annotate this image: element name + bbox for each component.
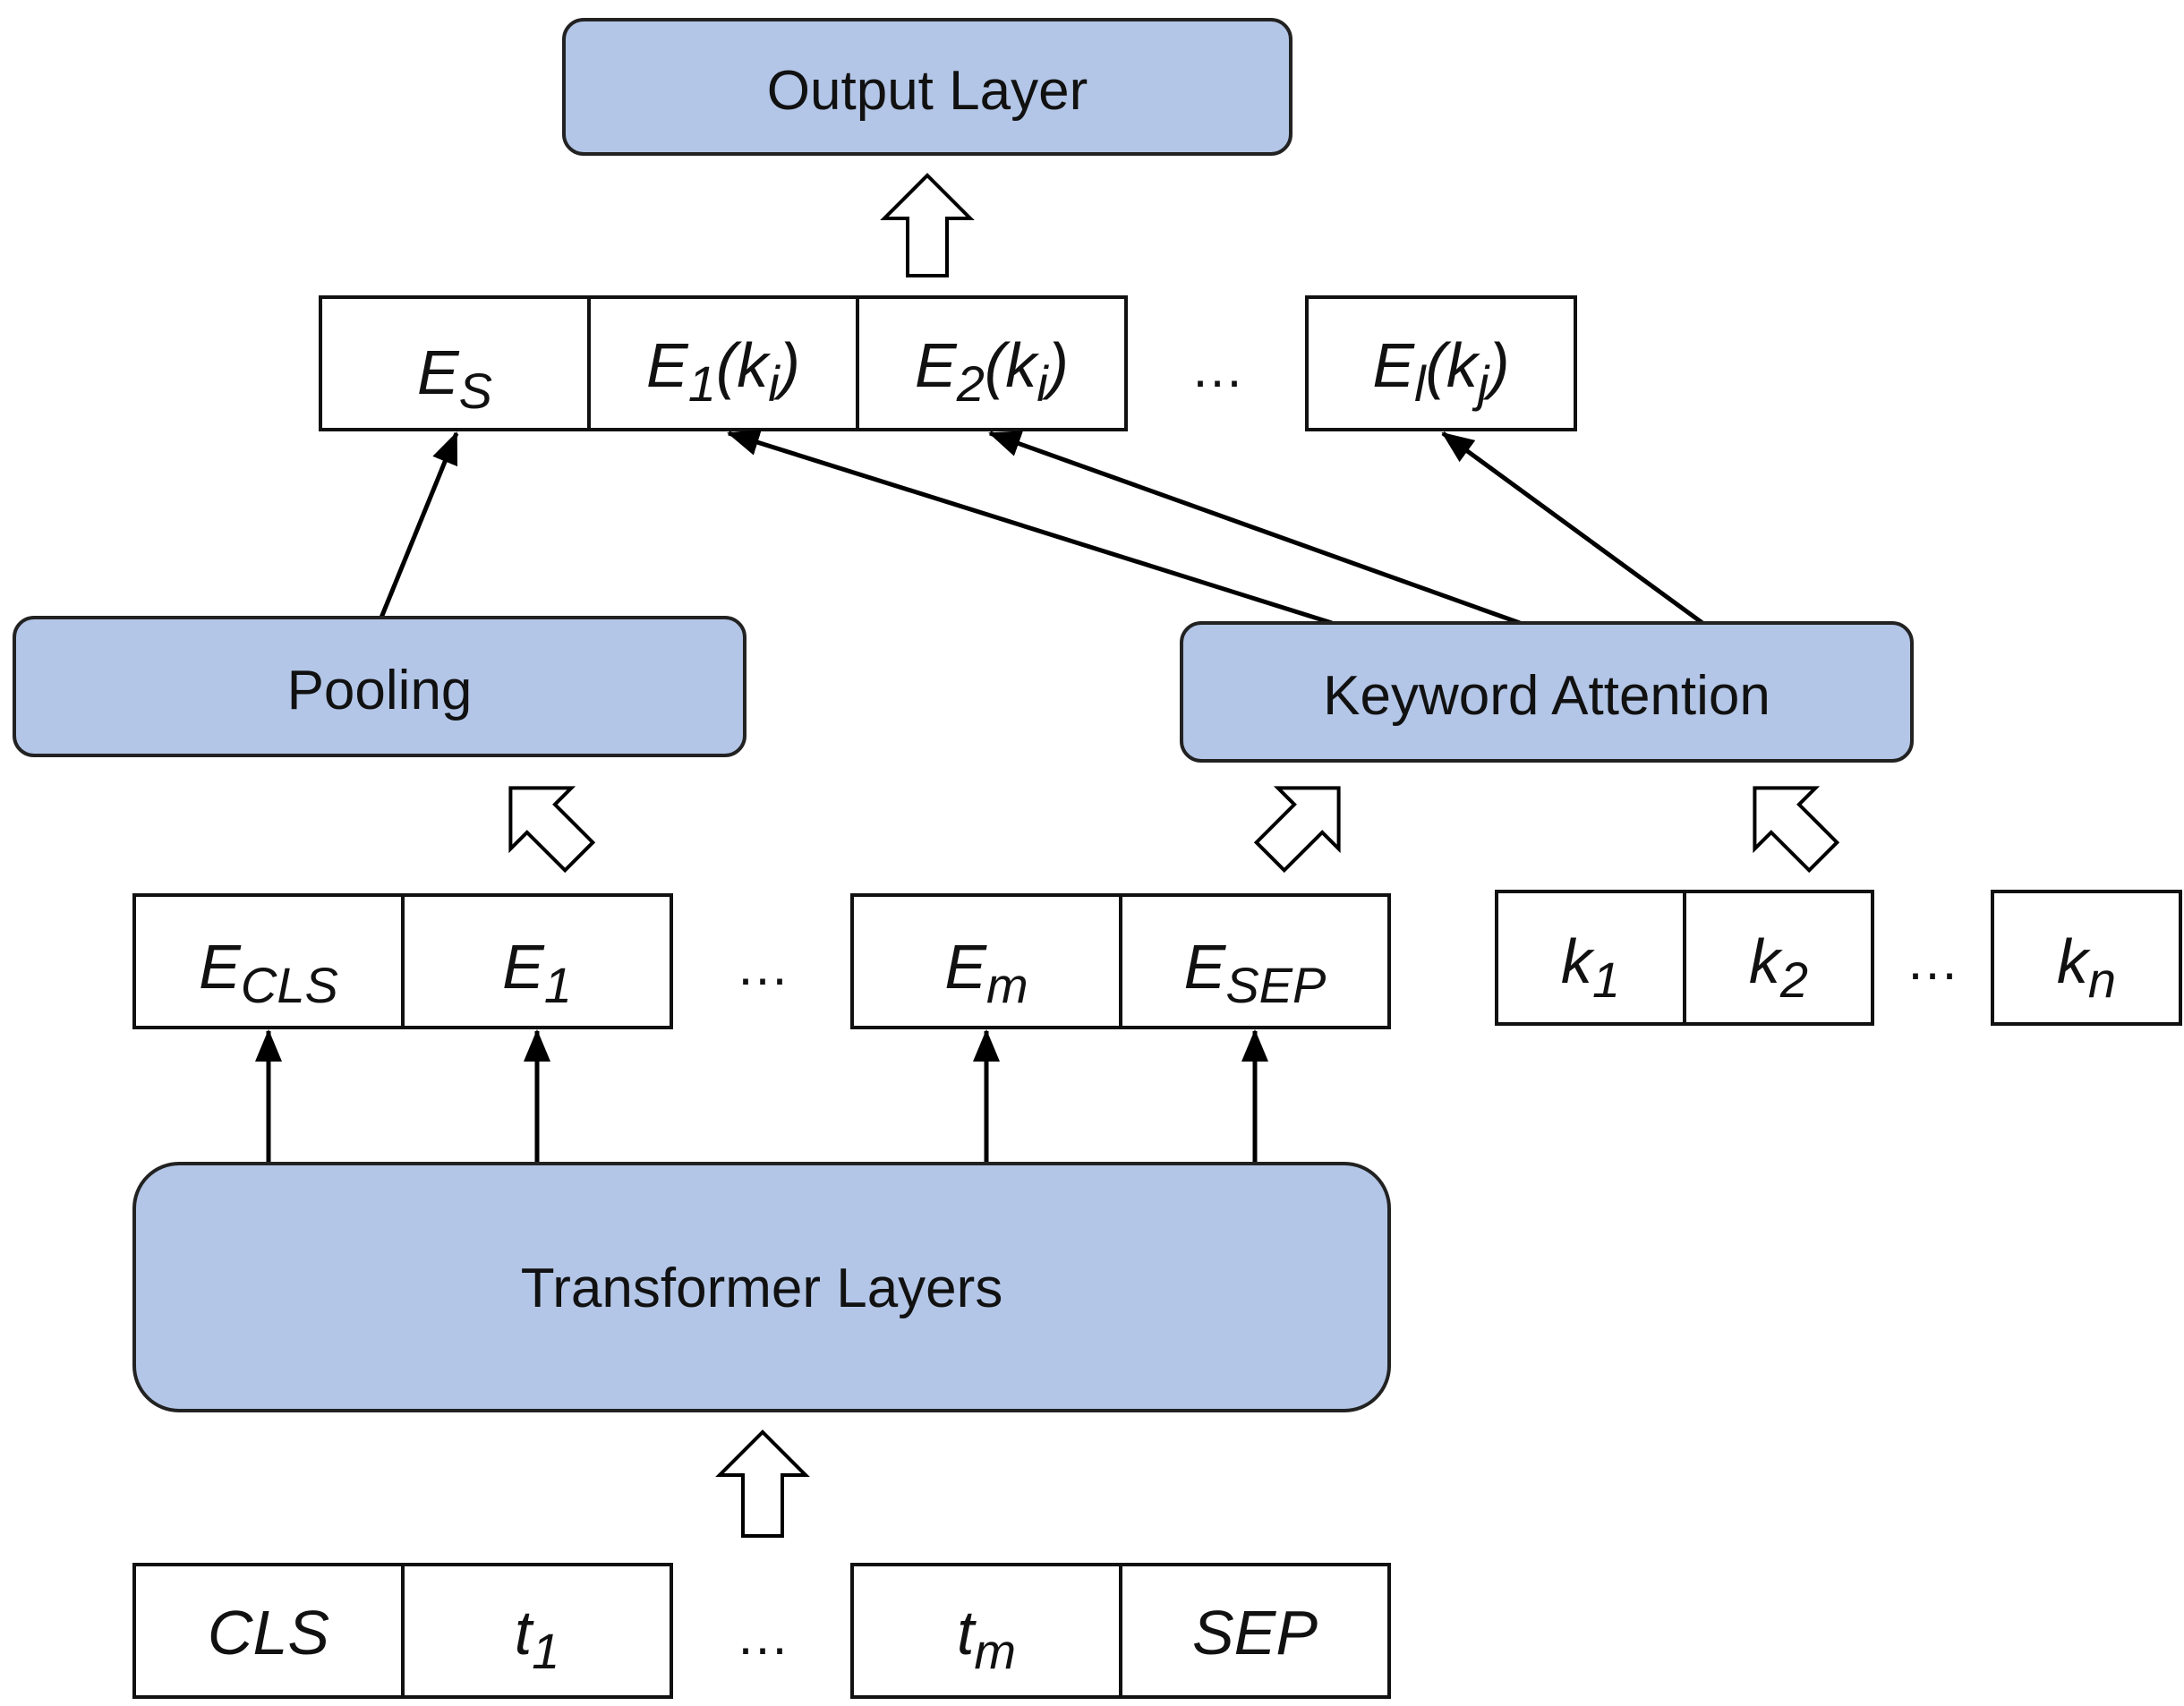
label-e2-ki: E2(ki) [915, 330, 1069, 412]
hollow-arrow-esep-to-attention [1253, 786, 1341, 874]
arrow-attention-to-e2 [988, 431, 1521, 626]
arrow-attention-to-e1 [727, 429, 1333, 626]
ellipsis-embedding-row: … [1190, 338, 1244, 398]
label-e1-ki: E1(ki) [646, 330, 800, 412]
label-em: Em [944, 932, 1028, 1013]
keyword-attention-label: Keyword Attention [1323, 665, 1770, 727]
label-ecls: ECLS [199, 932, 338, 1013]
cell-sep [1119, 1563, 1391, 1699]
ellipsis-keywords: … [1906, 931, 1959, 991]
ellipsis-input-tokens: … [736, 1606, 789, 1666]
cell-kn [1991, 890, 2182, 1026]
hollow-arrow-to-transformer [715, 1429, 810, 1538]
transformer-layers-label: Transformer Layers [521, 1258, 1003, 1319]
hollow-arrow-to-pooling [508, 786, 596, 874]
cell-em [850, 893, 1122, 1029]
keyword-row: k1 k2 … kn [1495, 890, 2182, 1026]
label-es: ES [417, 337, 492, 419]
output-layer-block: Output Layer [562, 18, 1292, 156]
cell-e1 [401, 893, 673, 1029]
label-esep: ESEP [1184, 932, 1327, 1013]
arrow-attention-to-el [1441, 431, 1704, 626]
cell-es [319, 295, 591, 431]
pooling-label: Pooling [287, 660, 473, 721]
cell-tm [850, 1563, 1122, 1699]
label-k2: k2 [1749, 926, 1808, 1008]
hollow-arrow-keywords-to-attention [1753, 786, 1840, 874]
cell-t1 [401, 1563, 673, 1699]
arrow-pooling-to-es [379, 431, 459, 618]
transformer-layers-block: Transformer Layers [132, 1162, 1391, 1412]
label-tm: tm [957, 1598, 1016, 1679]
label-e1: E1 [502, 932, 572, 1013]
label-k1: k1 [1561, 926, 1620, 1008]
output-layer-label: Output Layer [767, 60, 1088, 122]
cell-e2-ki [856, 295, 1128, 431]
sentence-embedding-row: ES E1(ki) E2(ki) … El(kj) [319, 295, 1577, 431]
label-sep: SEP [1192, 1598, 1318, 1668]
token-embedding-row: ECLS E1 … Em ESEP [132, 893, 1391, 1029]
label-t1: t1 [515, 1598, 560, 1679]
label-cls: CLS [208, 1598, 329, 1668]
label-kn: kn [2057, 926, 2116, 1008]
hollow-arrow-to-output [880, 173, 975, 277]
input-token-row: CLS t1 … tm SEP [132, 1563, 1391, 1699]
cell-esep [1119, 893, 1391, 1029]
cell-el-kj [1305, 295, 1577, 431]
pooling-block: Pooling [13, 616, 746, 757]
cell-e1-ki [587, 295, 859, 431]
ellipsis-token-embeddings: … [736, 936, 789, 996]
cell-k2 [1683, 890, 1874, 1026]
keyword-attention-block: Keyword Attention [1180, 621, 1914, 763]
label-el-kj: El(kj) [1372, 330, 1509, 412]
